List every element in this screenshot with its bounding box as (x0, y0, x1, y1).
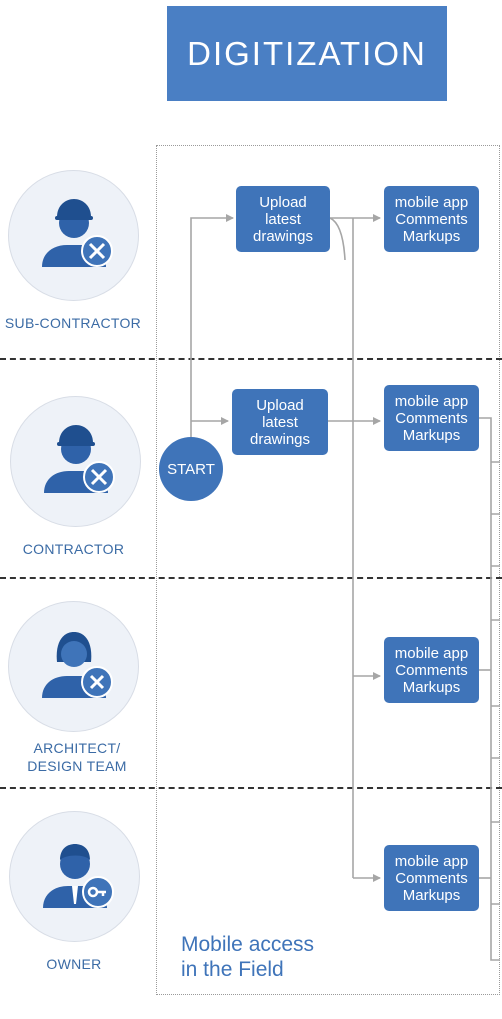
cross-link (329, 217, 346, 261)
page-title: DIGITIZATION (187, 34, 427, 72)
mobile-app-node-sub-contractor: mobile app Comments Markups (384, 186, 479, 252)
lane-divider (0, 358, 502, 360)
worker-helmet-tools-icon (42, 199, 113, 267)
role-label-architect: ARCHITECT/ DESIGN TEAM (27, 740, 127, 774)
woman-x-badge-icon (42, 632, 113, 698)
lane-divider (0, 577, 502, 579)
return-line (479, 417, 500, 961)
lane-divider (0, 787, 502, 789)
role-label-sub-contractor: SUB-CONTRACTOR (4, 315, 142, 331)
swimlane-frame (156, 145, 500, 995)
owner-avatar (9, 811, 140, 942)
role-label-owner: OWNER (46, 956, 102, 972)
architect-avatar (8, 601, 139, 732)
role-label-contractor: CONTRACTOR (22, 541, 125, 557)
mobile-access-caption: Mobile access in the Field (181, 933, 315, 981)
worker-helmet-tools-icon (44, 425, 115, 493)
mobile-app-node-contractor: mobile app Comments Markups (384, 385, 479, 451)
contractor-avatar (10, 396, 141, 527)
upload-drawings-node-sub-contractor: Upload latest drawings (236, 186, 330, 252)
start-node: START (159, 437, 223, 501)
businessman-key-icon (43, 844, 114, 908)
title-banner: DIGITIZATION (167, 6, 447, 101)
sub-contractor-avatar (8, 170, 139, 301)
mobile-app-node-architect: mobile app Comments Markups (384, 637, 479, 703)
start-trunk (190, 214, 234, 437)
upload-drawings-node-contractor: Upload latest drawings (232, 389, 328, 455)
mobile-app-node-owner: mobile app Comments Markups (384, 845, 479, 911)
